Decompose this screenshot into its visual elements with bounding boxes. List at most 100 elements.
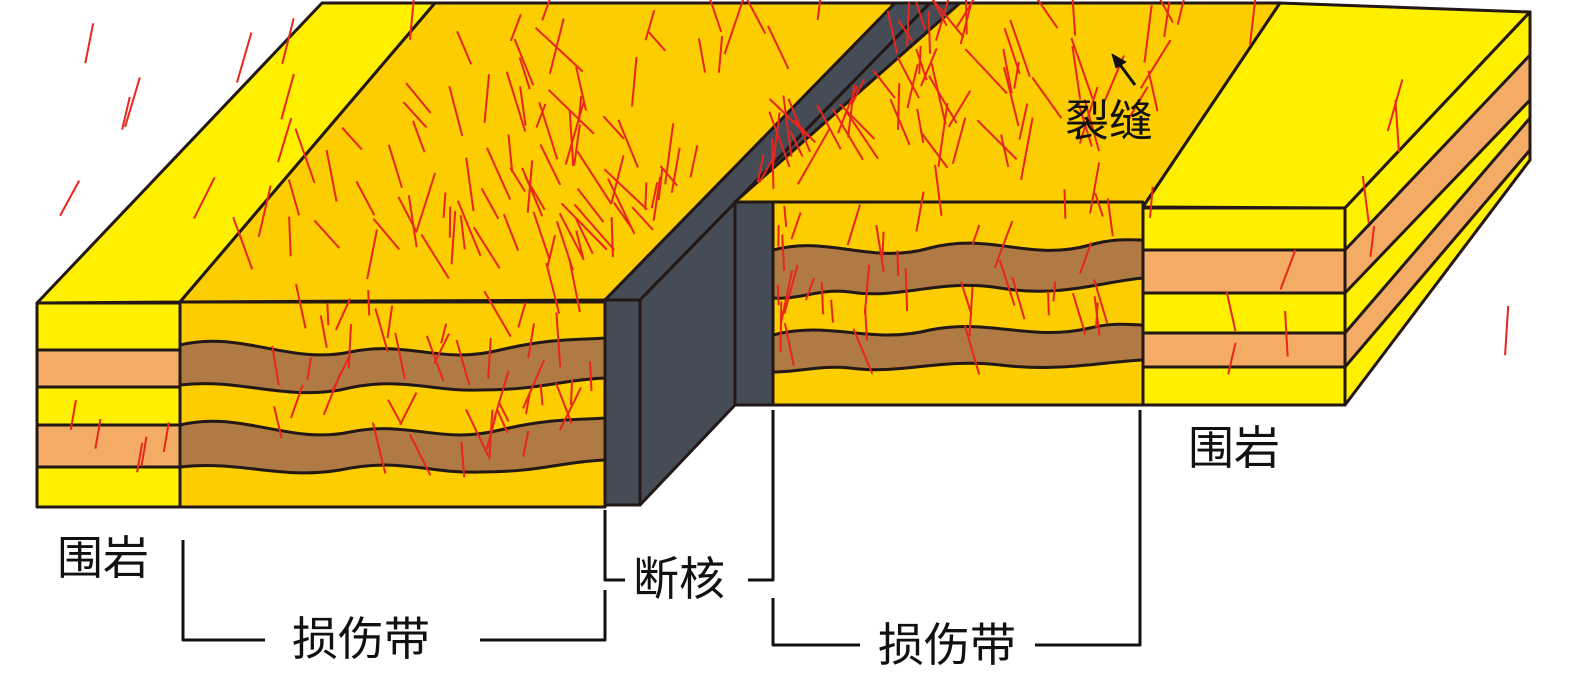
fracture-line <box>776 285 780 306</box>
fracture-line <box>1149 186 1154 218</box>
fracture-line <box>1052 281 1057 302</box>
left-wall-rock-front <box>35 301 182 509</box>
fracture-line <box>558 212 584 259</box>
fracture-line <box>852 328 874 375</box>
fracture-line <box>538 101 559 160</box>
fracture-line <box>408 0 415 40</box>
fracture-line <box>915 1 926 30</box>
fracture-line <box>1036 0 1059 29</box>
fracture-line <box>371 422 387 474</box>
fracture-line <box>140 436 148 467</box>
fracture-line <box>387 399 402 424</box>
fracture-line <box>1083 99 1101 152</box>
fracture-line <box>872 69 896 99</box>
fracture-line <box>334 298 351 331</box>
fracture-line <box>804 277 815 301</box>
fracture-line <box>535 103 547 128</box>
fracture-line <box>483 74 490 123</box>
fracture-line <box>509 167 526 193</box>
fracture-line <box>1011 276 1026 320</box>
fracture-line <box>920 48 938 87</box>
fracture-line <box>486 147 512 200</box>
fracture-line <box>1003 66 1020 127</box>
fracture-line <box>1089 162 1101 214</box>
fracture-line <box>402 101 428 129</box>
fracture-line <box>896 56 920 99</box>
fracture-line <box>374 308 389 352</box>
fracture-line <box>928 75 958 124</box>
fracture-line <box>610 155 625 203</box>
fracture-line <box>420 233 450 279</box>
fracture-line <box>287 179 301 216</box>
fracture-line <box>124 77 141 128</box>
fracture-line <box>631 57 638 107</box>
fracture-line <box>576 187 605 223</box>
fracture-line <box>69 400 77 430</box>
fracture-line <box>918 46 922 75</box>
fracture-line <box>783 323 795 367</box>
fracture-line <box>659 165 679 187</box>
fracture-line <box>505 71 527 132</box>
fracture-line <box>483 290 512 338</box>
fracture-line <box>425 335 445 382</box>
fracture-line <box>1106 198 1114 237</box>
fracture-line <box>465 157 475 212</box>
fracture-line <box>1127 86 1149 120</box>
fracture-line <box>1093 296 1101 336</box>
fracture-line <box>294 128 316 184</box>
fracture-line <box>576 150 613 205</box>
fracture-line <box>1071 293 1087 335</box>
fracture-line <box>951 117 967 165</box>
fracture-line <box>465 408 490 457</box>
fracture-line <box>717 36 724 73</box>
fracture-line <box>779 301 783 353</box>
fracture-line <box>886 10 899 54</box>
fracture-line <box>575 66 587 111</box>
fracture-line <box>1159 0 1174 23</box>
fracture-line <box>517 302 527 328</box>
fracture-line <box>415 172 437 232</box>
fracture-line <box>919 131 949 169</box>
fracture-line <box>193 176 216 220</box>
fracture-line <box>136 442 144 473</box>
fracture-line <box>915 191 925 232</box>
fracture-line <box>492 370 510 421</box>
fracture-line <box>277 117 293 163</box>
fracture-line <box>1504 305 1510 356</box>
fracture-line <box>789 131 804 157</box>
fracture-line <box>631 206 654 231</box>
fracture-line <box>412 120 426 153</box>
fracture-line <box>1071 45 1082 100</box>
fracture-line <box>232 216 254 270</box>
fracture-line <box>448 86 464 137</box>
fracture-line <box>1009 19 1031 78</box>
fracture-line <box>896 250 900 276</box>
fracture-line <box>1369 225 1376 257</box>
fracture-line <box>569 379 574 406</box>
fracture-line <box>522 430 530 457</box>
fracture-line <box>534 27 584 73</box>
fracture-line <box>612 201 632 228</box>
fracture-line <box>573 124 581 166</box>
fracture-line <box>1248 0 1257 46</box>
fracture-line <box>558 387 582 431</box>
fracture-line <box>236 32 253 83</box>
fracture-line <box>607 178 636 235</box>
fracture-arrow-icon <box>1111 53 1137 86</box>
fracture-line <box>896 83 901 130</box>
fault-core-front-right <box>733 200 775 407</box>
fracture-line <box>937 103 949 167</box>
fracture-line <box>816 104 842 150</box>
fracture-line <box>816 0 822 21</box>
fracture-line <box>971 224 981 245</box>
fracture-line <box>845 110 879 160</box>
fracture-line <box>355 181 376 216</box>
right-damage-zone-front <box>771 200 1145 407</box>
fracture-line <box>846 204 862 246</box>
fracture-line <box>1000 134 1010 168</box>
fracture-line <box>325 149 338 202</box>
fracture-line <box>1227 342 1237 375</box>
fracture-line <box>455 339 471 386</box>
fracture-line <box>442 192 447 218</box>
